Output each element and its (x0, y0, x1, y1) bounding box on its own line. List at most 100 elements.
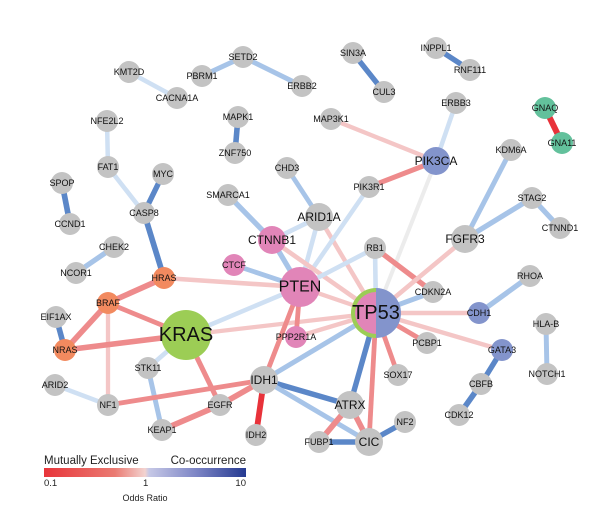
node-ccnd1[interactable]: CCND1 (54, 213, 86, 235)
node-gnaq[interactable]: GNAQ (532, 97, 559, 119)
node-cdkn2a[interactable]: CDKN2A (415, 281, 452, 303)
node-arid1a[interactable]: ARID1A (297, 203, 341, 231)
node-rnf111[interactable]: RNF111 (454, 59, 486, 81)
node-circle (355, 428, 383, 456)
node-circle (152, 163, 174, 185)
node-map3k1[interactable]: MAP3K1 (313, 108, 349, 130)
node-chd3[interactable]: CHD3 (275, 157, 300, 179)
node-label: STAG2 (518, 193, 547, 203)
node-label: KMT2D (114, 67, 145, 77)
node-myc[interactable]: MYC (152, 163, 174, 185)
node-idh1[interactable]: IDH1 (250, 366, 278, 394)
node-pten[interactable]: PTEN (279, 267, 322, 307)
node-fat1[interactable]: FAT1 (97, 156, 119, 178)
node-rb1[interactable]: RB1 (364, 237, 386, 259)
node-label: RNF111 (454, 65, 486, 75)
node-egfr[interactable]: EGFR (207, 394, 233, 416)
node-erbb3[interactable]: ERBB3 (441, 92, 471, 114)
node-sox17[interactable]: SOX17 (383, 364, 413, 386)
node-pik3r1[interactable]: PIK3R1 (353, 176, 385, 198)
node-tp53[interactable]: TP53 (351, 288, 401, 338)
node-circle (65, 262, 87, 284)
node-mapk1[interactable]: MAPK1 (223, 106, 254, 128)
node-circle (448, 404, 470, 426)
node-sin3a[interactable]: SIN3A (340, 42, 366, 64)
node-circle (54, 339, 76, 361)
node-circle (118, 61, 140, 83)
node-pik3ca[interactable]: PIK3CA (415, 147, 458, 175)
node-chek2[interactable]: CHEK2 (99, 236, 129, 258)
node-smarca1[interactable]: SMARCA1 (206, 184, 250, 206)
node-nfe2l2[interactable]: NFE2L2 (90, 110, 124, 132)
node-circle (534, 97, 556, 119)
node-label: EIF1AX (40, 312, 71, 322)
node-label: CTNND1 (542, 223, 579, 233)
node-label: NFE2L2 (90, 116, 123, 126)
node-hras[interactable]: HRAS (151, 267, 177, 289)
node-notch1[interactable]: NOTCH1 (528, 363, 566, 385)
node-label: HRAS (151, 273, 176, 283)
node-braf[interactable]: BRAF (96, 292, 121, 314)
node-label: SPOP (49, 178, 74, 188)
node-circle (166, 87, 188, 109)
node-rhoa[interactable]: RHOA (517, 265, 543, 287)
node-cic[interactable]: CIC (355, 428, 383, 456)
legend-right-title: Co-occurrence (170, 455, 246, 467)
node-circle (96, 110, 118, 132)
node-cul3[interactable]: CUL3 (372, 81, 396, 103)
node-keap1[interactable]: KEAP1 (147, 419, 177, 441)
node-fubp1[interactable]: FUBP1 (304, 431, 334, 453)
node-circle (151, 419, 173, 441)
node-ncor1[interactable]: NCOR1 (60, 262, 92, 284)
node-circle (536, 363, 558, 385)
node-circle (285, 326, 307, 348)
edge-hras-pten (163, 275, 301, 290)
node-nras[interactable]: NRAS (52, 339, 78, 361)
node-kras[interactable]: KRAS (159, 310, 213, 360)
node-cdk12[interactable]: CDK12 (444, 404, 474, 426)
node-label: SMARCA1 (206, 190, 250, 200)
node-cacna1a[interactable]: CACNA1A (156, 87, 199, 109)
node-setd2[interactable]: SETD2 (228, 46, 258, 68)
node-spop[interactable]: SPOP (49, 172, 75, 194)
node-label: ATRX (334, 398, 365, 412)
node-arid2[interactable]: ARID2 (42, 374, 69, 396)
node-label: NF1 (99, 400, 116, 410)
node-stk11[interactable]: STK11 (135, 357, 162, 379)
node-nf1[interactable]: NF1 (97, 394, 119, 416)
node-circle (422, 147, 450, 175)
node-circle (320, 108, 342, 130)
node-label: CTNNB1 (248, 233, 296, 247)
node-casp8[interactable]: CASP8 (129, 202, 159, 224)
node-hla-b[interactable]: HLA-B (533, 313, 560, 335)
node-label: ERBB3 (441, 98, 471, 108)
node-circle (305, 203, 333, 231)
node-kmt2d[interactable]: KMT2D (114, 61, 145, 83)
node-label: MAP3K1 (313, 114, 349, 124)
node-nf2[interactable]: NF2 (394, 411, 416, 433)
node-gata3[interactable]: GATA3 (488, 339, 516, 361)
node-fgfr3[interactable]: FGFR3 (445, 225, 485, 253)
node-circle (459, 59, 481, 81)
node-idh2[interactable]: IDH2 (245, 424, 267, 446)
node-ctnnd1[interactable]: CTNND1 (542, 217, 579, 239)
node-atrx[interactable]: ATRX (334, 391, 366, 419)
node-gna11[interactable]: GNA11 (548, 132, 577, 154)
node-pbrm1[interactable]: PBRM1 (186, 65, 218, 87)
node-label: KDM6A (495, 145, 526, 155)
node-inppl1[interactable]: INPPL1 (420, 37, 452, 59)
node-cdh1[interactable]: CDH1 (467, 302, 492, 324)
node-pcbp1[interactable]: PCBP1 (412, 332, 442, 354)
node-cbfb[interactable]: CBFB (469, 373, 493, 395)
node-ppp2r1a[interactable]: PPP2R1A (276, 326, 317, 348)
node-erbb2[interactable]: ERBB2 (287, 75, 317, 97)
node-eif1ax[interactable]: EIF1AX (40, 306, 72, 328)
node-ctcf[interactable]: CTCF (222, 254, 246, 276)
node-kdm6a[interactable]: KDM6A (495, 139, 527, 161)
node-ctnnb1[interactable]: CTNNB1 (248, 226, 296, 254)
node-stag2[interactable]: STAG2 (518, 187, 547, 209)
node-circle (491, 339, 513, 361)
node-znf750[interactable]: ZNF750 (219, 142, 252, 164)
node-label: KEAP1 (147, 425, 176, 435)
node-circle (209, 394, 231, 416)
